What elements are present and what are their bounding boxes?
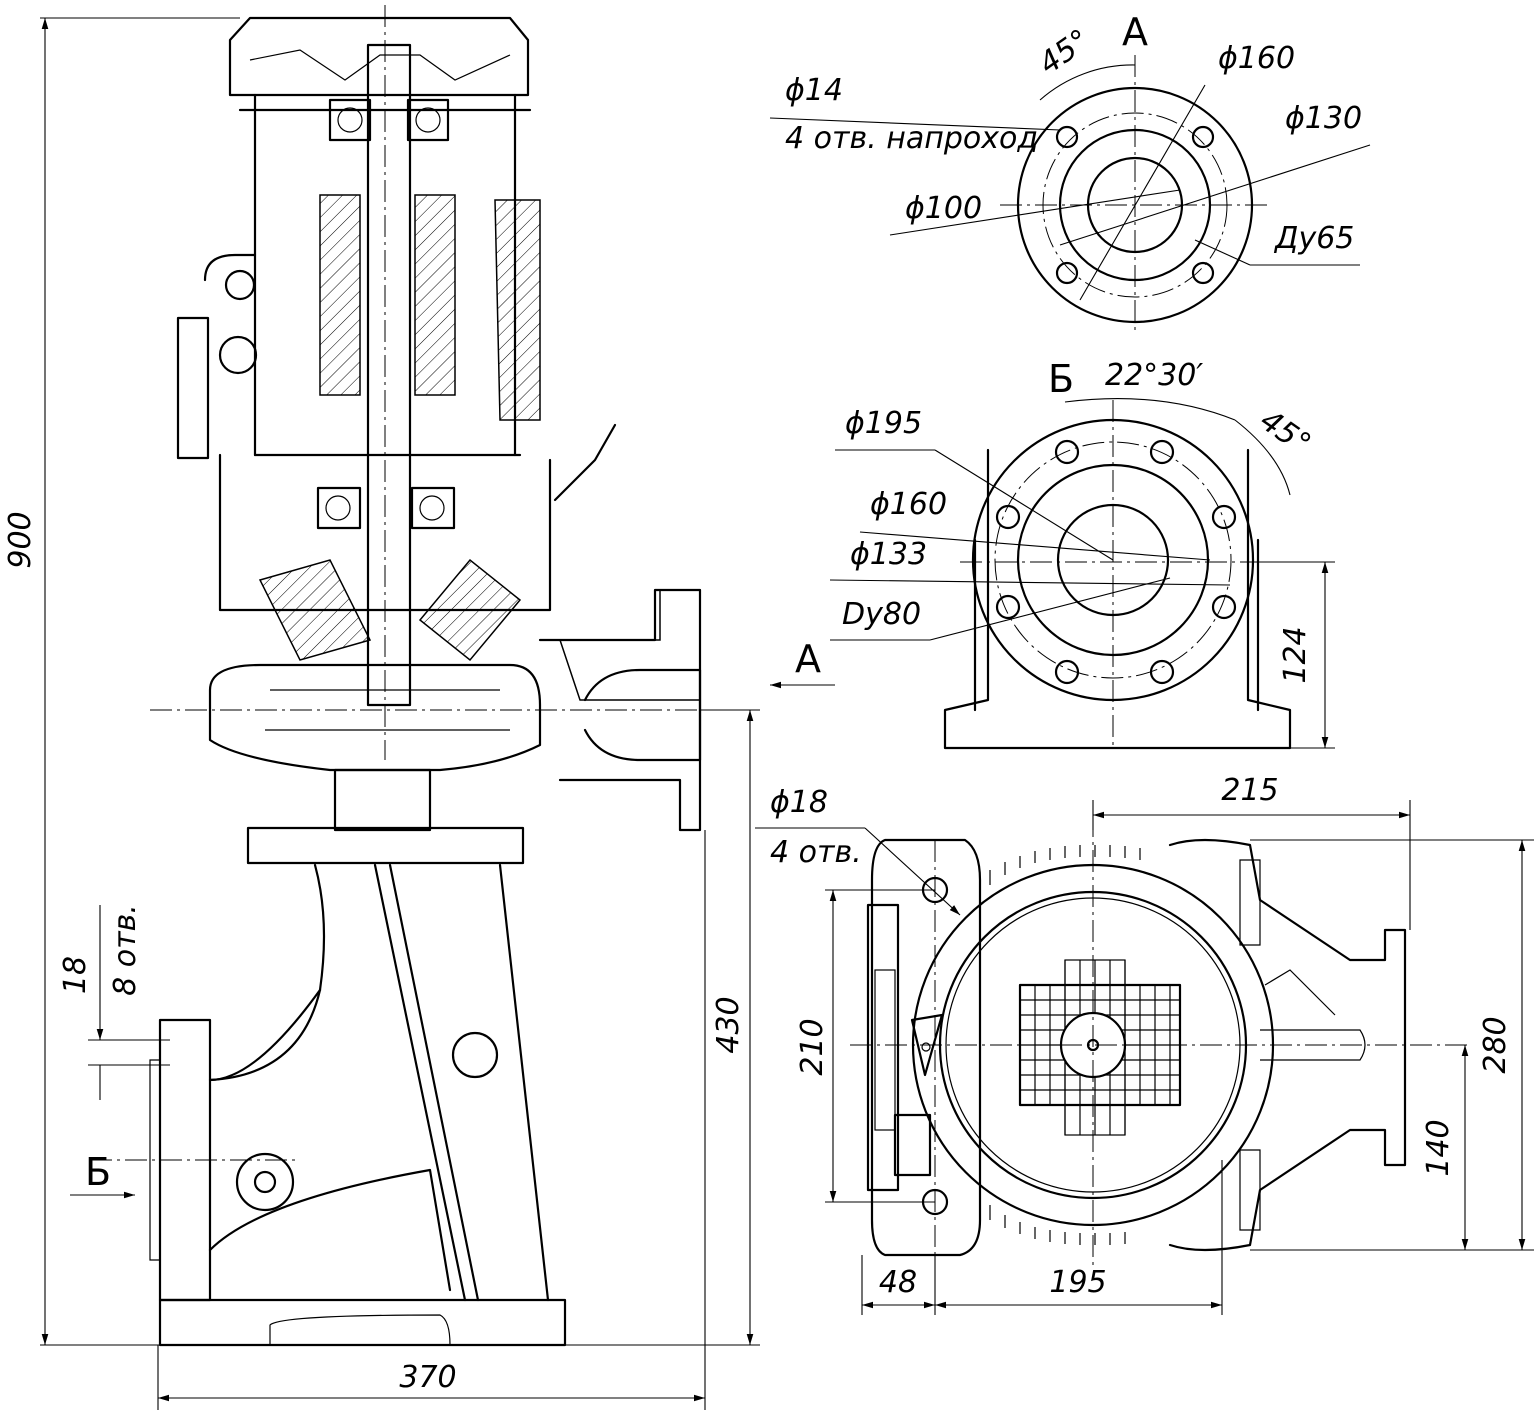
view-b-bolt-holes: [995, 439, 1237, 685]
view-a-hole-dia: ϕ14: [785, 73, 843, 108]
dim-18: 18: [58, 956, 93, 994]
plan-w48: 48: [879, 1265, 917, 1300]
view-b-d160: ϕ160: [870, 487, 947, 522]
view-a-hole-note: 4 отв. напроход: [785, 121, 1038, 156]
plan-h140: 140: [1421, 1119, 1456, 1176]
view-b-height: 124: [1278, 626, 1313, 683]
section-b-marker: Б: [85, 1150, 111, 1194]
view-a-d130: ϕ130: [1285, 101, 1362, 136]
section-a-marker: А: [795, 637, 821, 681]
main-dimensions: 900 370 430 18 8 отв. Б А: [3, 17, 835, 1410]
view-a: А 45° ϕ14 4 отв. напроход ϕ160 ϕ130 ϕ100…: [769, 10, 1371, 330]
view-a-d100: ϕ100: [905, 191, 982, 226]
dim-900: 900: [3, 511, 38, 568]
view-b-d133: ϕ133: [850, 537, 927, 572]
view-b-dn: Dy80: [842, 597, 921, 632]
plan-h210: 210: [795, 1018, 830, 1075]
main-section-view: [90, 5, 760, 1347]
view-b-d195: ϕ195: [845, 406, 922, 441]
view-a-d160: ϕ160: [1218, 41, 1295, 76]
view-b: Б 22°30′ 45° ϕ195 ϕ160 ϕ133 Dy80: [829, 357, 1335, 750]
fan-grille: [1018, 959, 1182, 1136]
view-a-title: А: [1122, 10, 1148, 54]
plan-w195: 195: [1049, 1265, 1106, 1300]
view-b-angle-45: 45°: [1253, 403, 1317, 462]
view-a-dn: Ду65: [1273, 221, 1354, 256]
view-b-angle-22: 22°30′: [1105, 358, 1203, 393]
plan-hole-dia: ϕ18: [770, 785, 828, 820]
plan-hole-note: 4 отв.: [770, 835, 862, 870]
dim-370: 370: [399, 1360, 456, 1395]
plan-view: ϕ18 4 отв. 215 210 280 140 48 195: [755, 773, 1534, 1315]
dim-8-holes: 8 отв.: [108, 904, 143, 996]
view-b-title: Б: [1048, 357, 1074, 401]
plan-w215: 215: [1221, 773, 1278, 808]
dim-430: 430: [711, 996, 746, 1053]
plan-h280: 280: [1478, 1016, 1513, 1073]
